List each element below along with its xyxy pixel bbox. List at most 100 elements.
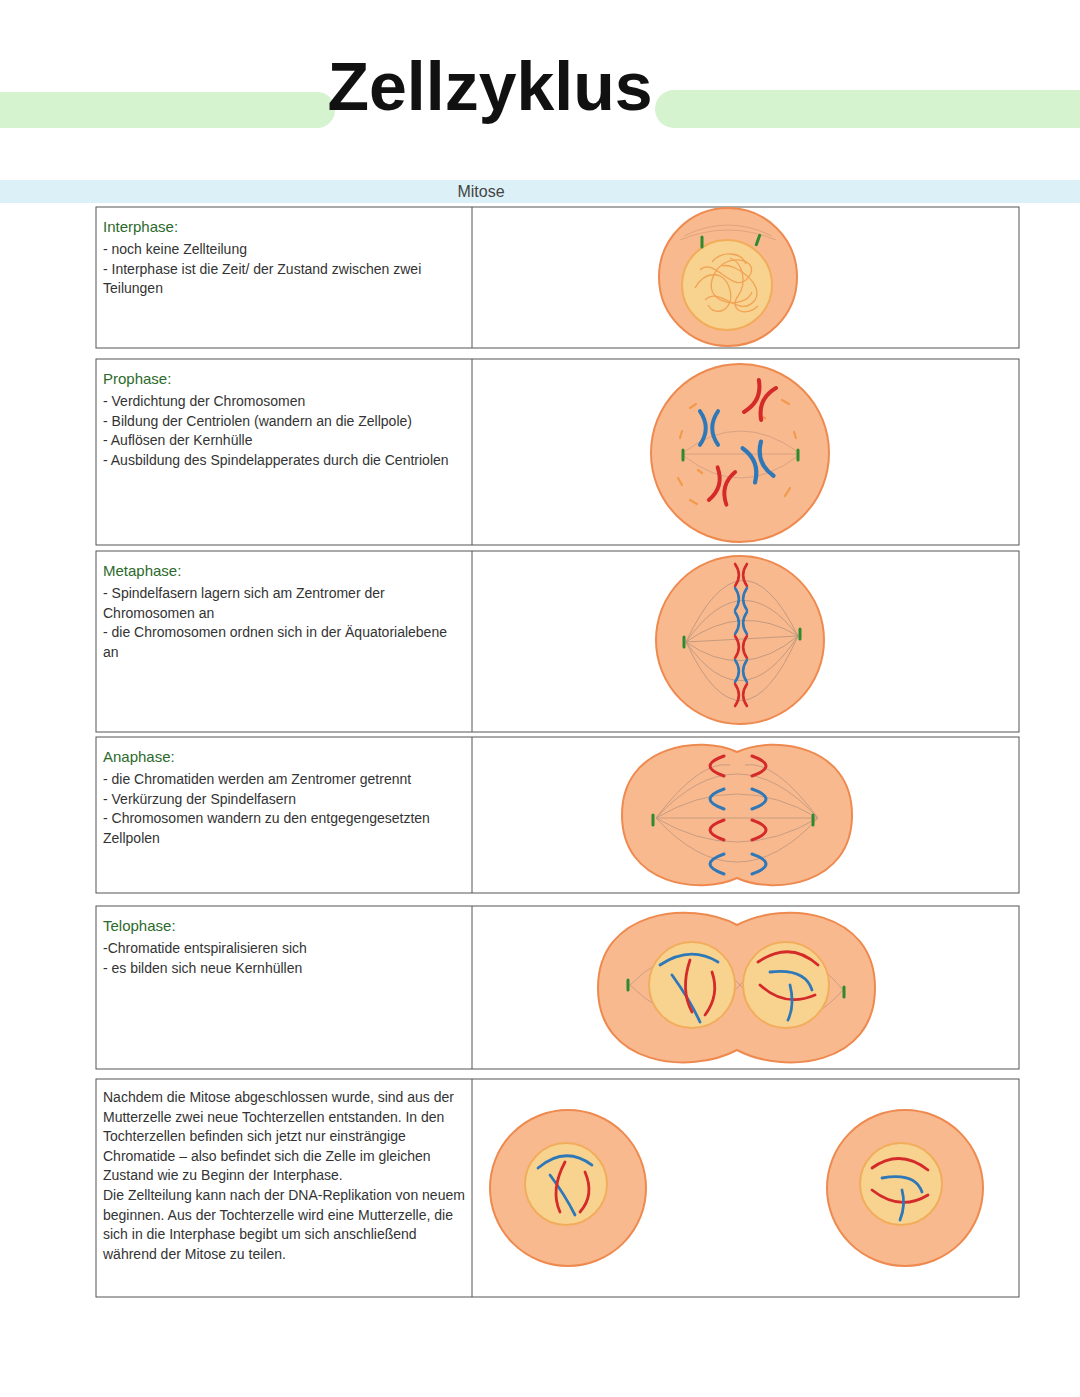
table-grid-part: [96, 359, 1019, 545]
metaphase-cell-part-part: [686, 636, 798, 642]
header-bars-part: [0, 92, 335, 128]
prophase-cell-part-part: [680, 431, 682, 438]
prophase-cell-part: [743, 442, 774, 483]
prophase-cell-part-part: [794, 432, 796, 438]
prophase-cell-part-part: [690, 404, 696, 408]
anaphase-cell-part-part: [710, 789, 724, 809]
interphase-cell-part-part: [695, 275, 731, 312]
metaphase-cell-part: [735, 684, 747, 706]
daughter-cells-part: [538, 1156, 928, 1220]
phase-description: Interphase:- noch keine Zellteilung- Int…: [97, 208, 471, 347]
prophase-cell-part: [684, 431, 798, 478]
telophase-cell-part: [649, 942, 735, 1028]
daughter-cells-part-part: [872, 1190, 928, 1202]
anaphase-cell-part-part: [656, 818, 818, 862]
bullet-point: - es bilden sich neue Kernhüllen: [103, 959, 465, 979]
interphase-cell-part: [702, 237, 703, 247]
telophase-cell-part-part: [760, 985, 815, 1000]
metaphase-cell-part: [735, 588, 747, 610]
metaphase-cell-part-part: [686, 600, 798, 642]
section-label: Mitose: [431, 183, 531, 201]
table-grid-part: [472, 551, 473, 732]
interphase-cell-part: [659, 208, 797, 346]
telophase-cell-part-part: [758, 952, 818, 965]
table-grid-part: [472, 1079, 473, 1297]
phase-description: Metaphase: - Spindelfasern lagern sich am…: [97, 552, 471, 731]
prophase-cell-part-part: [678, 478, 682, 485]
anaphase-cell: [622, 745, 852, 885]
bullet-point: - die Chromosomen ordnen sich in der Äqu…: [103, 623, 465, 662]
bullet-point: - Chromosomen wandern zu den entgegenges…: [103, 809, 465, 848]
daughter-cells-part: [827, 1110, 983, 1266]
phase-description: Telophase: -Chromatide entspiralisieren s…: [97, 907, 471, 1068]
interphase-cell-part: [682, 240, 772, 330]
prophase-cell-part-part: [785, 488, 790, 496]
metaphase-cell-part-part: [686, 636, 798, 701]
daughter-cells-part-part: [550, 1175, 575, 1215]
table-grid-part: [96, 1079, 1019, 1297]
anaphase-cell-part-part: [710, 854, 724, 874]
table-grid-part: [472, 359, 473, 545]
table-grid-part: [96, 551, 1019, 732]
bullet-point: - Ausbildung des Spindelapperates durch …: [103, 451, 465, 471]
metaphase-cell-part-part: [686, 636, 798, 661]
anaphase-cell-part-part: [752, 789, 766, 809]
prophase-cell-part-part: [690, 500, 697, 504]
phase-heading: Telophase:: [103, 915, 465, 936]
prophase-cell-part: [709, 467, 735, 504]
metaphase-cell-part: [656, 556, 824, 724]
telophase-cell: [598, 913, 875, 1063]
telophase-cell-part: [628, 980, 629, 990]
prophase-cell-part-part: [684, 456, 798, 478]
bullet-point: -Chromatide entspiralisieren sich: [103, 939, 465, 959]
daughter-cells: [490, 1110, 983, 1266]
bullet-point: - Spindelfasern lagern sich am Zentromer…: [103, 584, 465, 623]
bullet-point: - Bildung der Centriolen (wandern an die…: [103, 412, 465, 432]
table-grid-part: [96, 737, 1019, 893]
prophase-cell-part-part: [698, 470, 702, 473]
anaphase-cell-part-part: [752, 820, 766, 840]
prophase-cell-part-part: [684, 454, 798, 455]
header-bars-part: [0, 180, 1080, 203]
interphase-cell: [659, 208, 797, 346]
interphase-cell-part: [695, 254, 758, 312]
metaphase-cell: [656, 556, 824, 724]
metaphase-cell-part: [800, 629, 801, 639]
prophase-cell: [651, 364, 829, 542]
daughter-cells-part-part: [580, 1172, 589, 1212]
telophase-cell-part-part: [705, 972, 715, 1015]
anaphase-cell-part-part: [752, 756, 766, 776]
daughter-cells-part: [860, 1143, 942, 1225]
telophase-cell-part: [598, 913, 875, 1063]
table-grid-part: [472, 737, 473, 893]
summary-text: Nachdem die Mitose abgeschlossen wurde, …: [97, 1080, 471, 1296]
bullet-point: - Auflösen der Kernhülle: [103, 431, 465, 451]
prophase-cell-part: [683, 450, 684, 460]
page-title: Zellzyklus: [240, 52, 740, 120]
anaphase-cell-part: [710, 756, 766, 874]
interphase-cell-part: [756, 235, 759, 244]
table-grid-part: [96, 207, 1019, 348]
table-grid-part: [96, 906, 1019, 1069]
prophase-cell-part: [700, 411, 718, 445]
bullet-point: - Verkürzung der Spindelfasern: [103, 790, 465, 810]
telophase-cell-part: [844, 987, 845, 997]
metaphase-cell-part-part: [686, 580, 798, 642]
anaphase-cell-part-part: [656, 774, 818, 818]
anaphase-cell-part: [656, 765, 818, 862]
telophase-cell-part-part: [788, 985, 792, 1020]
anaphase-cell-part-part: [745, 765, 818, 818]
paragraph: Die Zellteilung kann nach der DNA-Replik…: [103, 1186, 465, 1264]
table-grid: [96, 207, 1019, 1297]
header-bars-part: [655, 90, 1080, 128]
phase-heading: Metaphase:: [103, 560, 465, 581]
telophase-cell-part-part: [685, 960, 692, 1012]
prophase-cell-part: [744, 380, 776, 420]
table-grid-part: [472, 906, 473, 1069]
phase-heading: Interphase:: [103, 216, 465, 237]
anaphase-cell-part-part: [656, 794, 818, 818]
anaphase-cell-part-part: [656, 818, 818, 819]
daughter-cells-part-part: [556, 1162, 565, 1212]
interphase-cell-part-part: [712, 254, 746, 264]
